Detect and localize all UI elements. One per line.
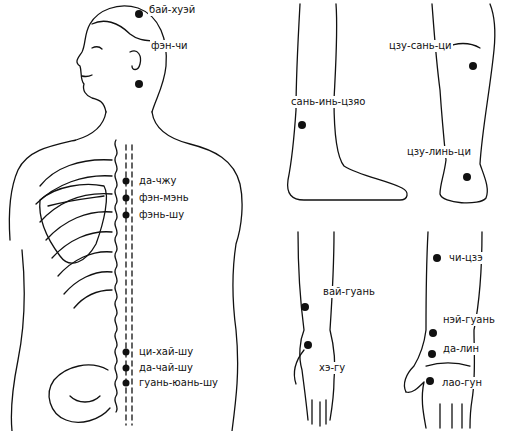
- mouth: [82, 75, 92, 76]
- point-label: чи-цзэ: [448, 252, 484, 264]
- point-label: лао-гун: [441, 377, 483, 389]
- point-label: вай-гуань: [322, 286, 376, 298]
- eye: [92, 47, 102, 49]
- point-label: нэй-гуань: [442, 314, 496, 326]
- point-label: да-чжу: [138, 175, 178, 187]
- palm: [406, 382, 426, 428]
- point-label: цзу-линь-ци: [406, 146, 472, 158]
- spine: [115, 140, 117, 412]
- pelvis: [70, 396, 100, 402]
- palm-crease: [426, 363, 470, 366]
- point-label: фэн-чи: [150, 40, 189, 52]
- fingers: [440, 404, 462, 428]
- scapula: [40, 185, 107, 264]
- arm-outline: [404, 232, 428, 392]
- torso-outline: [11, 250, 24, 431]
- point-label: гуань-юань-шу: [138, 377, 219, 389]
- acupoint-dots: [123, 10, 478, 387]
- head-outline: [77, 6, 166, 112]
- fingers: [312, 400, 326, 426]
- point-label: ци-хай-шу: [138, 346, 194, 358]
- ear: [130, 51, 141, 70]
- ribs: [36, 160, 112, 308]
- point-label: сань-инь-цзяо: [290, 96, 366, 108]
- point-label: да-чай-шу: [138, 362, 194, 374]
- pelvis: [49, 365, 110, 422]
- meridian-line: [131, 145, 132, 425]
- point-label: фэн-мэнь: [138, 192, 190, 204]
- point-label: хэ-гу: [318, 362, 346, 374]
- leg-outline: [432, 4, 495, 203]
- leg-outline: [288, 4, 407, 200]
- thumb: [294, 350, 304, 384]
- arm-outline: [330, 232, 335, 420]
- point-label: да-лин: [442, 343, 480, 355]
- hair: [92, 21, 160, 42]
- arm-outline: [298, 232, 308, 420]
- point-label: цзу-сань-ци: [388, 40, 453, 52]
- point-label: фэнь-шу: [138, 209, 185, 221]
- point-label: бай-хуэй: [148, 4, 196, 16]
